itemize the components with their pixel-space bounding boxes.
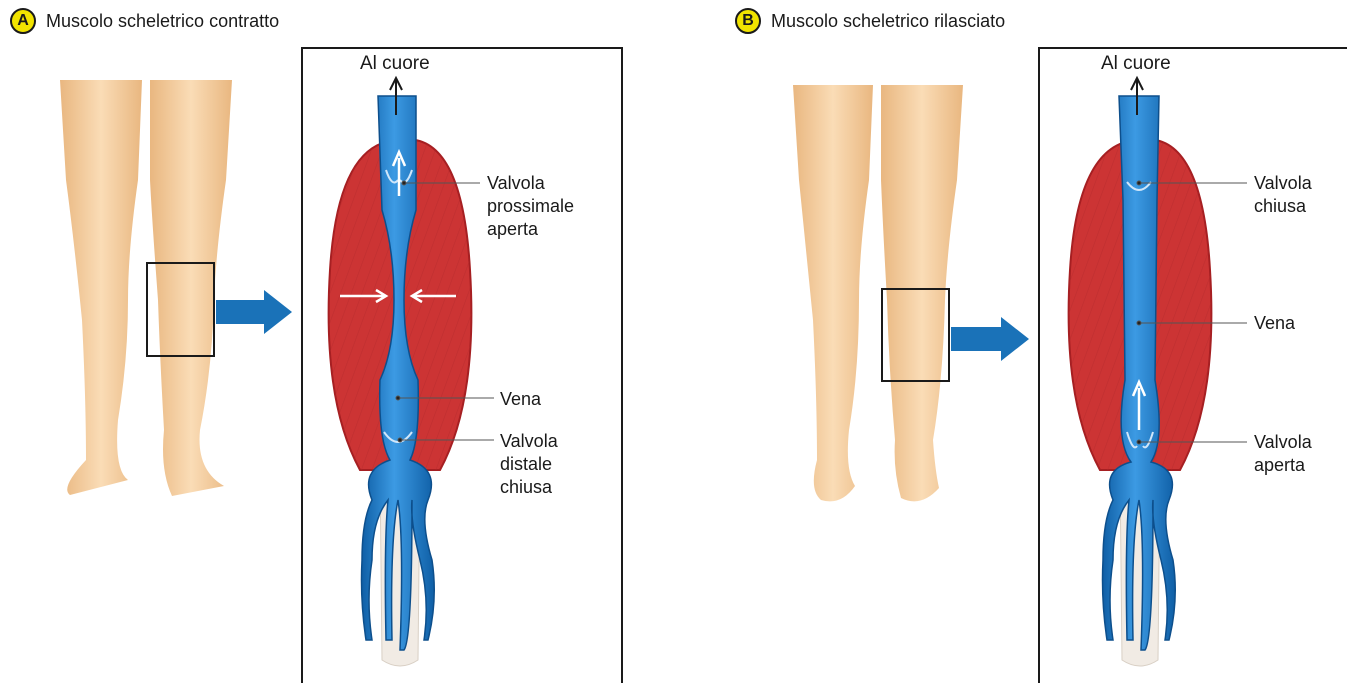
label-line: aperta <box>1254 454 1312 477</box>
label-line: Valvola <box>500 430 558 453</box>
left-leg <box>60 80 142 495</box>
zoom-arrow <box>951 317 1029 361</box>
label-line: Vena <box>1254 312 1295 335</box>
illustration <box>725 0 1347 683</box>
label-vein: Vena <box>500 388 541 411</box>
label-line: distale <box>500 453 558 476</box>
zoom-arrow <box>216 290 292 334</box>
label-line: Valvola <box>1254 431 1312 454</box>
label-open-valve: Valvola aperta <box>1254 431 1312 477</box>
label-vein: Vena <box>1254 312 1295 335</box>
right-leg <box>881 85 963 501</box>
label-line: Vena <box>500 388 541 411</box>
label-line: prossimale <box>487 195 574 218</box>
illustration <box>0 0 660 683</box>
panel-contracted: A Muscolo scheletrico contratto <box>0 0 660 683</box>
label-closed-valve: Valvola chiusa <box>1254 172 1312 218</box>
label-proximal-valve: Valvola prossimale aperta <box>487 172 574 241</box>
label-line: Valvola <box>487 172 574 195</box>
legs <box>793 85 963 501</box>
left-leg <box>793 85 873 501</box>
right-leg <box>150 80 232 496</box>
label-line: Valvola <box>1254 172 1312 195</box>
label-line: chiusa <box>500 476 558 499</box>
label-line: aperta <box>487 218 574 241</box>
to-heart-label: Al cuore <box>360 52 430 75</box>
label-distal-valve: Valvola distale chiusa <box>500 430 558 499</box>
panel-relaxed: B Muscolo scheletrico rilasciato <box>725 0 1347 683</box>
label-line: chiusa <box>1254 195 1312 218</box>
to-heart-label: Al cuore <box>1101 52 1171 75</box>
